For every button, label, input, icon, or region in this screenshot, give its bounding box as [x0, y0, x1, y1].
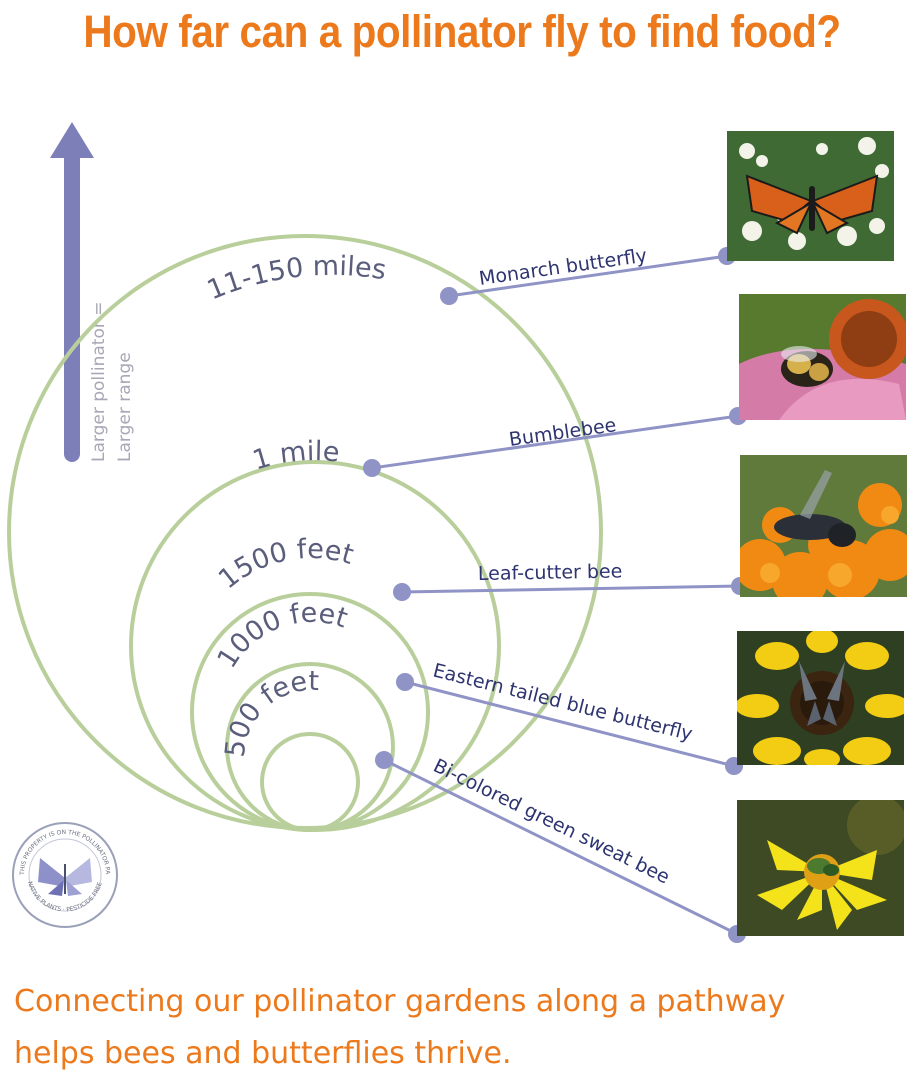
range-circles: [7, 234, 603, 832]
badge-butterfly-icon: [38, 858, 92, 896]
sweat-bee-photo: [737, 800, 904, 936]
footer-line-2: helps bees and butterflies thrive.: [14, 1036, 512, 1071]
size-arrow: [50, 122, 94, 462]
bumblebee-photo: [739, 294, 906, 420]
range-label-0: 11-150 miles: [203, 251, 388, 307]
footer-line-1: Connecting our pollinator gardens along …: [14, 984, 786, 1019]
pollinator-pathway-badge: THIS PROPERTY IS ON THE POLLINATOR PATHW…: [10, 820, 118, 928]
range-circle-1500-feet: [190, 592, 430, 832]
page-title: How far can a pollinator fly to find foo…: [83, 6, 841, 57]
connector-eastern-blue: [404, 680, 735, 768]
pollinator-name-3: Eastern tailed blue butterfly: [431, 660, 695, 746]
connector-monarch: [448, 254, 728, 298]
connector-dots: [363, 247, 749, 943]
pollinator-name-0: Monarch butterfly: [478, 245, 649, 290]
legend-line-1: Larger pollinator =: [89, 302, 109, 462]
range-label-1: 1 mile: [249, 436, 341, 477]
footer-message: Connecting our pollinator gardens along …: [14, 976, 785, 1080]
connector-bumblebee: [371, 414, 739, 470]
monarch-butterfly-photo: [727, 131, 894, 261]
eastern-tailed-blue-butterfly-photo: [737, 631, 904, 765]
range-label-2: 1500 feet: [213, 534, 357, 596]
pollinator-name-4: Bi-colored green sweat bee: [430, 755, 673, 889]
range-circle-500-feet: [260, 732, 360, 832]
pollinator-name-1: Bumblebee: [508, 414, 618, 451]
connector-leafcutter: [401, 584, 741, 594]
pollinator-name-2: Leaf-cutter bee: [478, 560, 623, 585]
legend-line-2: Larger range: [115, 352, 135, 462]
connectors: [371, 254, 741, 936]
range-label-3: 1000 feet: [212, 598, 352, 674]
connector-sweat-bee: [383, 758, 738, 936]
leaf-cutter-bee-photo: [740, 455, 907, 597]
